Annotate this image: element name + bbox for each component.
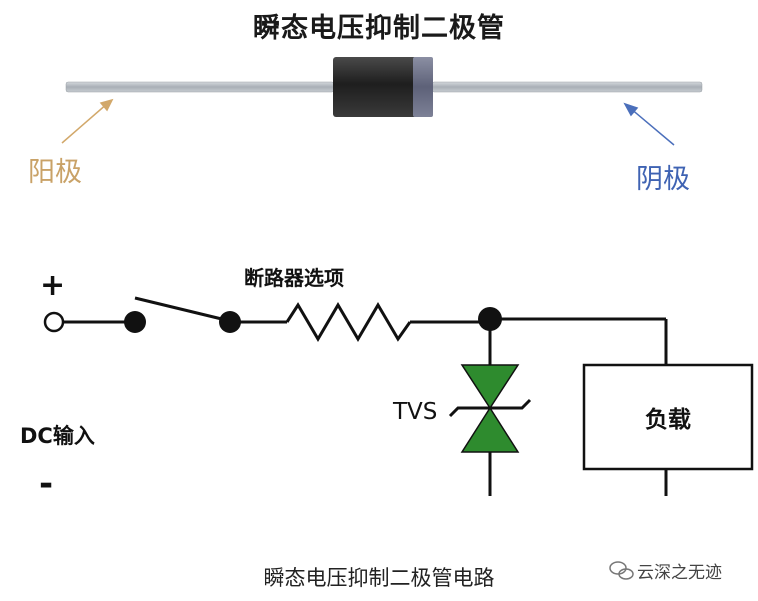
resistor	[285, 302, 412, 342]
figure-caption: 瞬态电压抑制二极管电路	[263, 566, 495, 590]
switch-blade	[134, 296, 231, 323]
minus-sign: -	[39, 464, 54, 504]
diode-body	[333, 57, 417, 117]
diode-cathode-band	[413, 57, 433, 117]
wechat-icon	[609, 561, 634, 580]
load-label: 负载	[645, 407, 691, 433]
plus-sign: +	[40, 268, 66, 303]
tvs-symbol	[448, 364, 532, 453]
watermark-text: 云深之无迹	[637, 563, 722, 583]
switch-contact-right	[219, 311, 241, 333]
anode-arrow	[61, 98, 114, 144]
tvs-triangle-upper	[460, 364, 520, 410]
load-box	[582, 363, 754, 471]
breaker-label: 断路器选项	[244, 266, 344, 290]
switch-contact-left	[124, 311, 146, 333]
diode-title: 瞬态电压抑制二极管	[253, 13, 505, 44]
tvs-label: TVS	[393, 399, 438, 425]
node-junction	[478, 307, 502, 331]
diode-lead-left	[65, 81, 335, 93]
dc-input-label: DC输入	[20, 424, 95, 448]
plus-terminal	[43, 311, 65, 333]
diode-lead-right	[431, 81, 703, 93]
anode-label: 阳极	[28, 157, 82, 188]
tvs-bar	[448, 398, 532, 418]
cathode-label: 阴极	[636, 164, 690, 195]
junction-dots	[124, 307, 502, 333]
tvs-triangle-lower	[460, 406, 520, 453]
diode-component	[65, 57, 703, 117]
cathode-arrow	[623, 102, 675, 146]
